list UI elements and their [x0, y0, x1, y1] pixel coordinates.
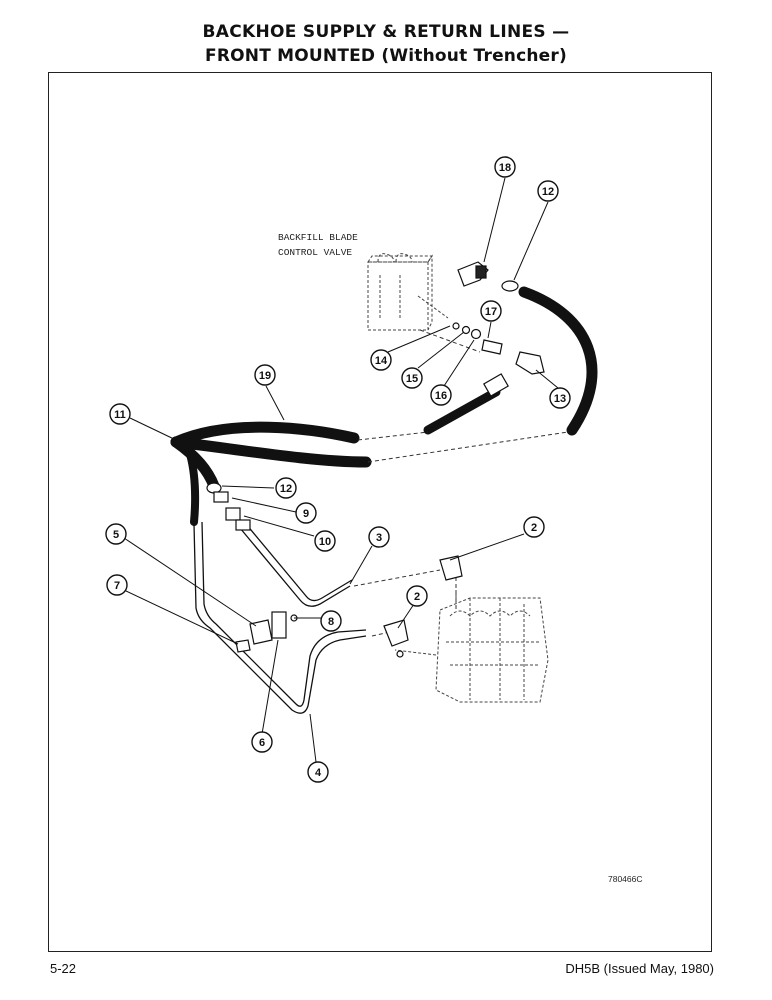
- svg-text:16: 16: [435, 390, 447, 402]
- svg-text:9: 9: [303, 508, 309, 520]
- svg-text:3: 3: [376, 532, 382, 544]
- callout-12a: 12: [537, 180, 559, 202]
- hose-lines: [170, 286, 598, 526]
- diagram-frame: [48, 72, 712, 952]
- svg-text:12: 12: [280, 483, 292, 495]
- callout-2a: 2: [523, 516, 545, 538]
- svg-text:5: 5: [113, 529, 119, 541]
- callout-17: 17: [480, 300, 502, 322]
- svg-text:13: 13: [554, 393, 566, 405]
- page-title-line-2: FRONT MOUNTED (Without Trencher): [205, 46, 567, 66]
- leader-lines: [123, 177, 559, 763]
- svg-text:2: 2: [531, 522, 537, 534]
- component-label-line-2: CONTROL VALVE: [278, 247, 352, 258]
- callout-9: 9: [295, 502, 317, 524]
- callout-markers: 18 12 17 14 15 16 13 19 11 12 9 10 3 2 5…: [105, 156, 571, 783]
- callout-6: 6: [251, 731, 273, 753]
- callout-2b: 2: [406, 585, 428, 607]
- page-title-line-1: BACKHOE SUPPLY & RETURN LINES —: [202, 22, 570, 42]
- callout-15: 15: [401, 367, 423, 389]
- callout-3: 3: [368, 526, 390, 548]
- svg-text:4: 4: [315, 767, 322, 779]
- svg-text:2: 2: [414, 591, 420, 603]
- page-number: 5-22: [50, 961, 77, 976]
- svg-text:12: 12: [542, 186, 554, 198]
- pump-block-drawing: [394, 585, 549, 703]
- connection-lines: [353, 329, 569, 637]
- component-label-line-1: BACKFILL BLADE: [278, 232, 358, 243]
- callout-8: 8: [320, 610, 342, 632]
- svg-text:10: 10: [319, 536, 331, 548]
- callout-13: 13: [549, 387, 571, 409]
- callout-14: 14: [370, 349, 392, 371]
- svg-text:17: 17: [485, 306, 497, 318]
- callout-7: 7: [106, 574, 128, 596]
- callout-5: 5: [105, 523, 127, 545]
- svg-text:11: 11: [114, 409, 126, 421]
- svg-text:8: 8: [328, 616, 334, 628]
- callout-19: 19: [254, 364, 276, 386]
- callout-16: 16: [430, 384, 452, 406]
- callout-10: 10: [314, 530, 336, 552]
- callout-18: 18: [494, 156, 516, 178]
- callout-11: 11: [109, 403, 131, 425]
- svg-text:6: 6: [259, 737, 265, 749]
- control-valve-drawing: [367, 253, 449, 331]
- callout-4: 4: [307, 761, 329, 783]
- svg-text:14: 14: [375, 355, 388, 367]
- svg-text:19: 19: [259, 370, 271, 382]
- tube-lines: [193, 521, 367, 714]
- publication-info: DH5B (Issued May, 1980): [565, 961, 714, 976]
- callout-12b: 12: [275, 477, 297, 499]
- figure-number: 780466C: [608, 874, 643, 884]
- svg-text:18: 18: [499, 162, 511, 174]
- svg-text:7: 7: [114, 580, 120, 592]
- svg-text:15: 15: [406, 373, 418, 385]
